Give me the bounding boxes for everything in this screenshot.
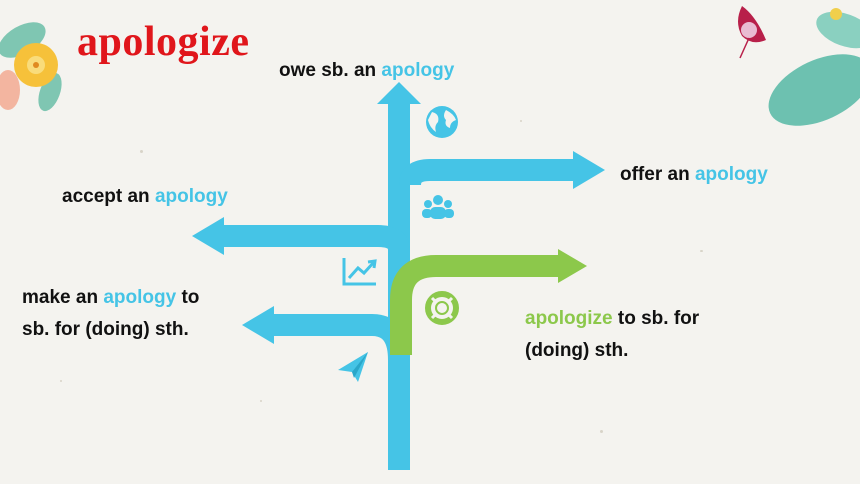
phrase-keyword: apology <box>694 164 768 185</box>
lifebuoy-icon <box>425 291 459 325</box>
phrase-line-2: (doing) sth. <box>525 340 629 361</box>
speck <box>260 400 262 402</box>
arrow-right-offer <box>573 151 605 189</box>
chart-icon <box>342 258 377 286</box>
phrase-owe: owe sb. an apology <box>279 55 454 87</box>
globe-icon <box>426 106 458 138</box>
speck <box>520 120 522 122</box>
group-icon <box>422 195 454 219</box>
branch-accept <box>222 225 410 252</box>
arrow-left-make <box>242 306 274 344</box>
phrase-keyword: apologize <box>525 308 613 329</box>
flower-decoration-left <box>0 22 62 112</box>
phrase-apologize: apologize to sb. for (doing) sth. <box>525 303 699 367</box>
speck <box>700 250 703 252</box>
phrase-text: to sb. for <box>612 308 700 329</box>
phrase-keyword: apology <box>381 60 455 81</box>
phrase-text: make an <box>22 287 104 308</box>
speck <box>140 150 143 153</box>
phrase-line-1: apologize to sb. for <box>525 303 699 335</box>
flower-decoration-right <box>738 6 860 126</box>
phrase-text: accept an <box>62 186 155 207</box>
phrase-accept: accept an apology <box>62 181 228 213</box>
arrow-up <box>377 82 421 104</box>
page-title: apologize <box>77 19 250 65</box>
phrase-keyword: apology <box>103 287 177 308</box>
branch-make <box>272 314 410 361</box>
phrase-offer: offer an apology <box>620 159 768 191</box>
speck <box>600 430 603 433</box>
phrase-text: offer an <box>620 164 695 185</box>
arrow-right-apologize <box>558 249 587 283</box>
arrow-left-accept <box>192 217 224 255</box>
phrase-keyword: apology <box>154 186 228 207</box>
phrase-text: to <box>176 287 200 308</box>
branch-apologize <box>390 255 560 355</box>
phrase-text: owe sb. an <box>279 60 382 81</box>
phrase-line-1: make an apology to <box>22 282 199 314</box>
phrase-line-2: sb. for (doing) sth. <box>22 319 189 340</box>
speck <box>60 380 62 382</box>
branch-offer <box>399 159 575 186</box>
phrase-make: make an apology to sb. for (doing) sth. <box>22 282 199 346</box>
paper-plane-icon <box>338 352 368 382</box>
